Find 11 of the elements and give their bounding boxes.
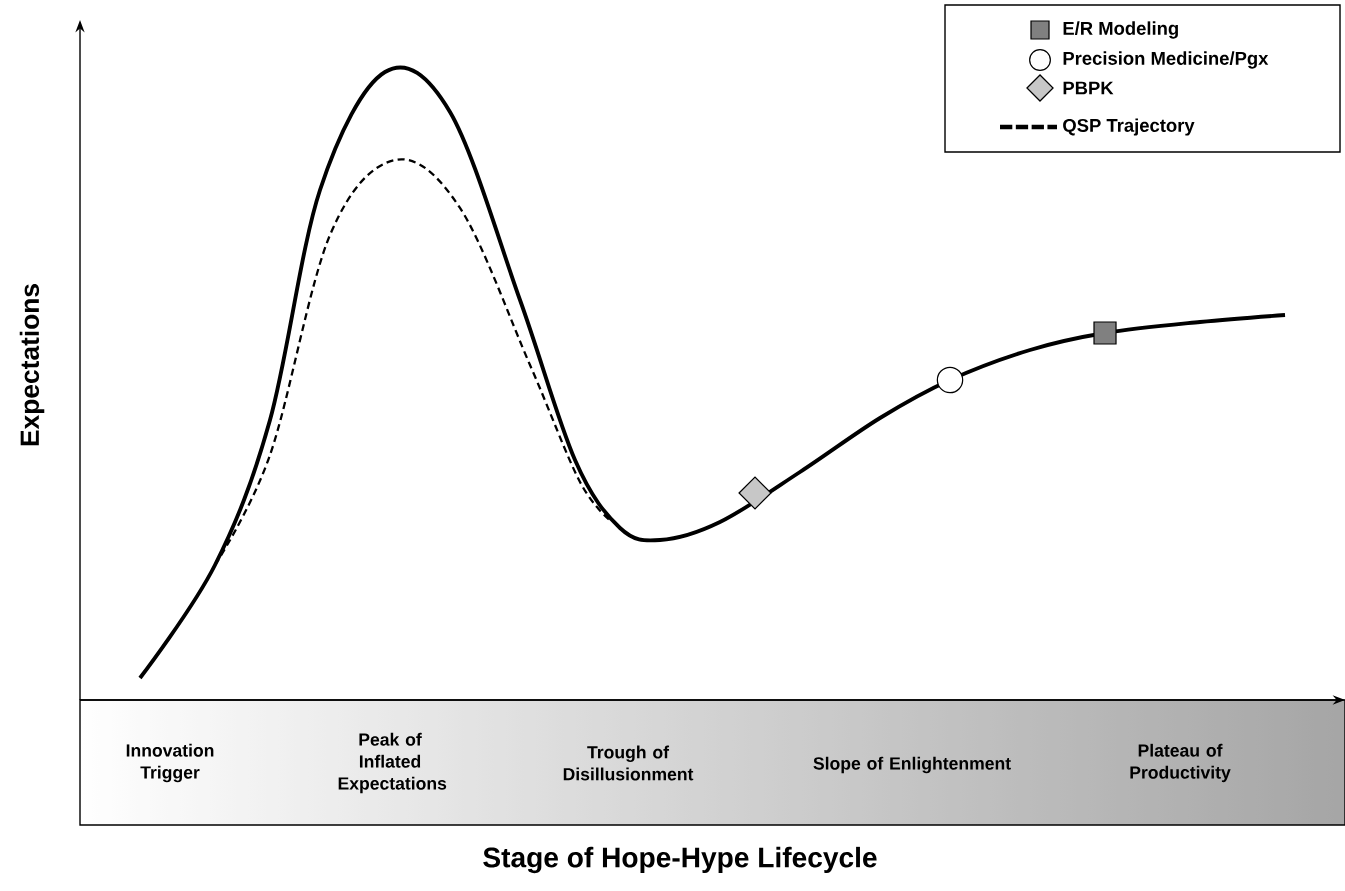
legend-text: E/R Modeling — [1063, 21, 1178, 39]
stage-label: Trough of Disillusionment — [563, 745, 694, 781]
legend-text: QSP Trajectory — [1063, 118, 1195, 136]
stage-label: Peak of Inflated Expectations — [338, 732, 447, 794]
legend-text: Precision Medicine/Pgx — [1063, 51, 1269, 69]
legend-text: PBPK — [1063, 81, 1114, 95]
stage-label: Slope of Enlightenment — [813, 756, 1011, 774]
axis-title: Expectations — [19, 284, 45, 446]
axis-title: Stage of Hope-Hype Lifecycle — [483, 846, 877, 874]
stage-label: Plateau of Productivity — [1130, 743, 1231, 783]
stage-label: Innovation Trigger — [126, 743, 214, 783]
